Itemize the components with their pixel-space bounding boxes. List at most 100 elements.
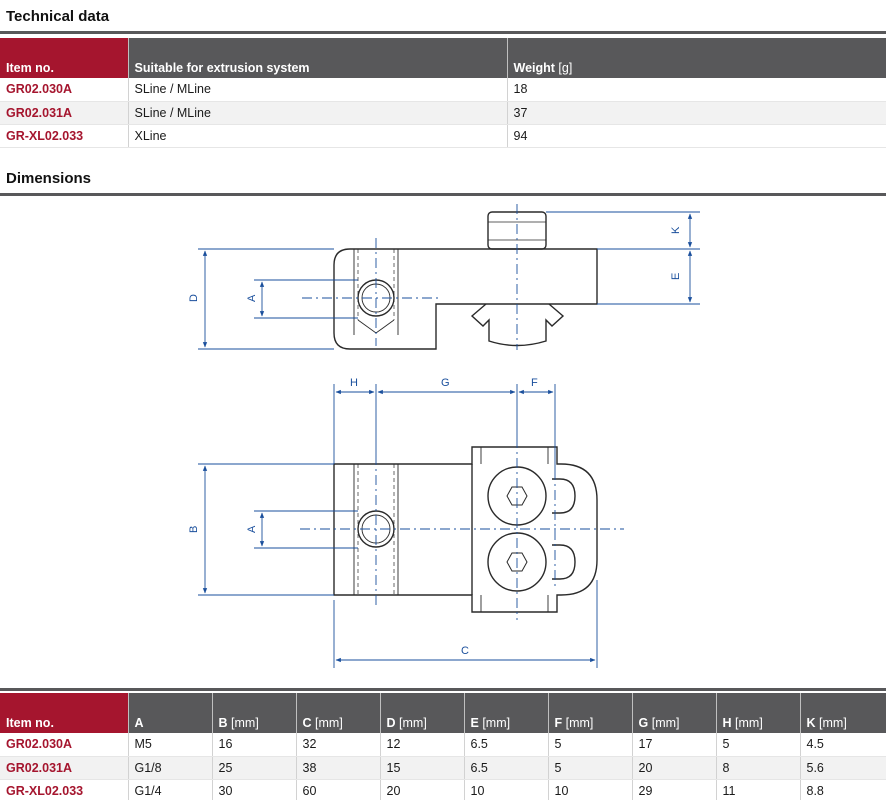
value-f: 5 [547,733,632,757]
col-d-unit: [mm] [399,716,427,730]
col-extrusion-system: Suitable for extrusion system [127,38,507,78]
dim-label-e: E [670,273,682,280]
value-g: 20 [631,756,716,780]
value-f: 5 [547,756,632,780]
col-b-unit: [mm] [231,716,259,730]
top-view-dimensions [198,384,598,668]
technical-data-table: Item no. Suitable for extrusion system W… [0,38,886,148]
technical-data-heading: Technical data [0,0,886,34]
item-no: GR02.031A [0,101,128,125]
dim-label-c: C [461,645,469,657]
value-g: 29 [631,779,716,800]
value-k: 4.5 [799,733,886,757]
col-e-label: E [470,716,479,730]
col-b: B [mm] [211,693,296,733]
col-g: G [mm] [631,693,716,733]
value-c: 38 [295,756,380,780]
dimensions-table: Item no. A B [mm] C [mm] D [mm] E [mm] F… [0,693,886,800]
top-view [333,446,598,613]
col-f-unit: [mm] [565,716,594,730]
value-b: 25 [211,756,296,780]
value-h: 5 [715,733,800,757]
side-view-dimensions [198,211,700,350]
col-weight: Weight [g] [506,38,886,78]
col-item-no: Item no. [0,693,128,733]
value-g: 17 [631,733,716,757]
value-e: 10 [463,779,548,800]
dim-label-a-side: A [246,294,258,302]
value-e: 6.5 [463,733,548,757]
item-no: GR-XL02.033 [0,779,128,800]
value-a: G1/8 [127,756,212,780]
value-b: 30 [211,779,296,800]
value-d: 20 [379,779,464,800]
value-e: 6.5 [463,756,548,780]
value-a: G1/4 [127,779,212,800]
dim-label-k: K [670,226,682,234]
col-f-label: F [554,716,563,730]
weight: 37 [506,101,886,125]
value-d: 15 [379,756,464,780]
dimensions-title: Dimensions [6,170,92,187]
dimension-drawing: D A K E [0,200,886,675]
col-e-unit: [mm] [482,716,511,730]
col-d: D [mm] [379,693,464,733]
value-c: 60 [295,779,380,800]
dim-label-d: D [188,294,200,302]
col-k: K [mm] [799,693,886,733]
col-b-label: B [218,716,228,730]
dim-label-a-top: A [246,525,258,533]
table-row: GR02.030A SLine / MLine 18 [0,78,886,102]
value-b: 16 [211,733,296,757]
table-row: GR02.030A M5 16 32 12 6.5 5 17 5 4.5 [0,733,886,757]
table-row: GR02.031A SLine / MLine 37 [0,101,886,125]
col-k-unit: [mm] [819,716,847,730]
value-h: 8 [715,756,800,780]
value-k: 8.8 [799,779,886,800]
col-h-label: H [722,716,732,730]
value-h: 11 [715,779,800,800]
value-k: 5.6 [799,756,886,780]
col-g-unit: [mm] [651,716,680,730]
dim-label-f: F [531,377,538,389]
value-c: 32 [295,733,380,757]
top-view-centerlines [300,438,624,620]
dim-label-b: B [188,526,200,533]
value-f: 10 [547,779,632,800]
technical-data-title: Technical data [6,8,110,25]
col-item-no: Item no. [0,38,128,78]
item-no: GR-XL02.033 [0,124,128,148]
dim-label-g: G [441,377,450,389]
value-a: M5 [127,733,212,757]
col-weight-label: Weight [513,61,555,75]
table-row: GR-XL02.033 G1/4 30 60 20 10 10 29 11 8.… [0,779,886,800]
col-k-label: K [806,716,816,730]
item-no: GR02.030A [0,733,128,757]
col-a: A [127,693,212,733]
dimensions-header-row: Item no. A B [mm] C [mm] D [mm] E [mm] F… [0,693,886,733]
item-no: GR02.031A [0,756,128,780]
item-no: GR02.030A [0,78,128,102]
weight: 18 [506,78,886,102]
extrusion-system: SLine / MLine [127,101,507,125]
divider [0,688,886,691]
table-row: GR02.031A G1/8 25 38 15 6.5 5 20 8 5.6 [0,756,886,780]
side-view [333,211,598,350]
col-c-label: C [302,716,312,730]
col-c: C [mm] [295,693,380,733]
col-e: E [mm] [463,693,548,733]
side-view-centerlines [302,204,518,350]
dimensions-heading: Dimensions [0,162,886,196]
extrusion-system: SLine / MLine [127,78,507,102]
extrusion-system: XLine [127,124,507,148]
col-h: H [mm] [715,693,800,733]
col-c-unit: [mm] [315,716,343,730]
col-g-label: G [638,716,649,730]
col-h-unit: [mm] [735,716,763,730]
table-row: GR-XL02.033 XLine 94 [0,124,886,148]
dim-label-h: H [350,377,358,389]
col-f: F [mm] [547,693,632,733]
col-weight-unit: [g] [558,61,573,75]
technical-header-row: Item no. Suitable for extrusion system W… [0,38,886,78]
weight: 94 [506,124,886,148]
